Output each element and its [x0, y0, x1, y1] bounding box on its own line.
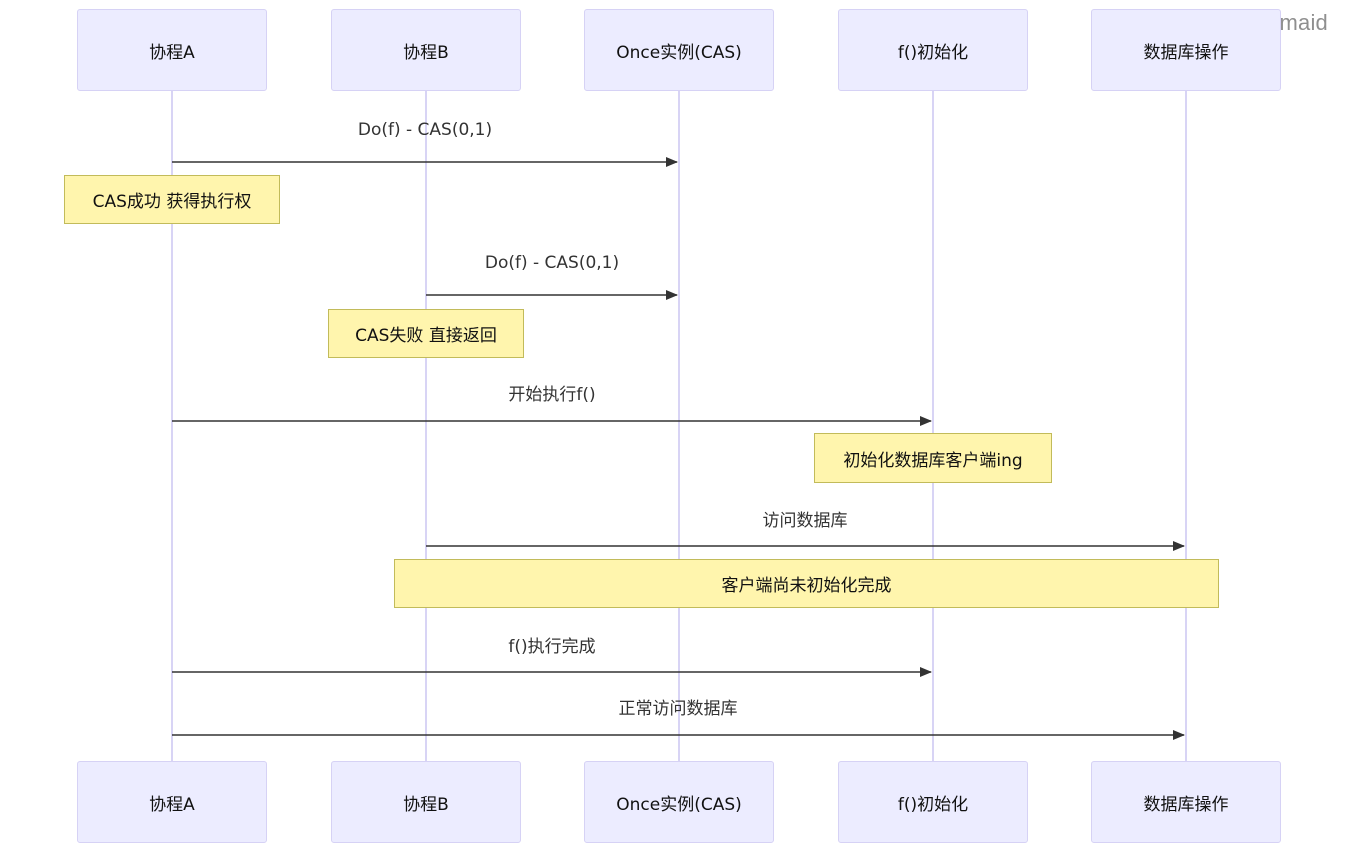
message-label-normal-db-access: 正常访问数据库	[618, 699, 738, 719]
note-client-not-ready: 客户端尚未初始化完成	[394, 559, 1219, 608]
actor-bottom-coroutine-b: 协程B	[331, 761, 521, 843]
note-cas-success: CAS成功 获得执行权	[64, 175, 280, 224]
note-cas-failed: CAS失败 直接返回	[328, 309, 524, 358]
message-label-start-f: 开始执行f()	[508, 385, 596, 405]
actor-top-database-ops: 数据库操作	[1091, 9, 1281, 91]
message-label-a-do-f: Do(f) - CAS(0,1)	[357, 120, 493, 140]
actor-bottom-database-ops: 数据库操作	[1091, 761, 1281, 843]
message-label-b-do-f: Do(f) - CAS(0,1)	[484, 253, 620, 273]
message-label-access-db: 访问数据库	[762, 511, 848, 531]
actor-top-coroutine-a: 协程A	[77, 9, 267, 91]
actor-bottom-once-instance: Once实例(CAS)	[584, 761, 774, 843]
actor-top-coroutine-b: 协程B	[331, 9, 521, 91]
actor-bottom-f-init: f()初始化	[838, 761, 1028, 843]
actor-bottom-coroutine-a: 协程A	[77, 761, 267, 843]
actor-top-once-instance: Once实例(CAS)	[584, 9, 774, 91]
note-initializing-client: 初始化数据库客户端ing	[814, 433, 1052, 483]
actor-top-f-init: f()初始化	[838, 9, 1028, 91]
message-label-f-done: f()执行完成	[508, 637, 596, 657]
